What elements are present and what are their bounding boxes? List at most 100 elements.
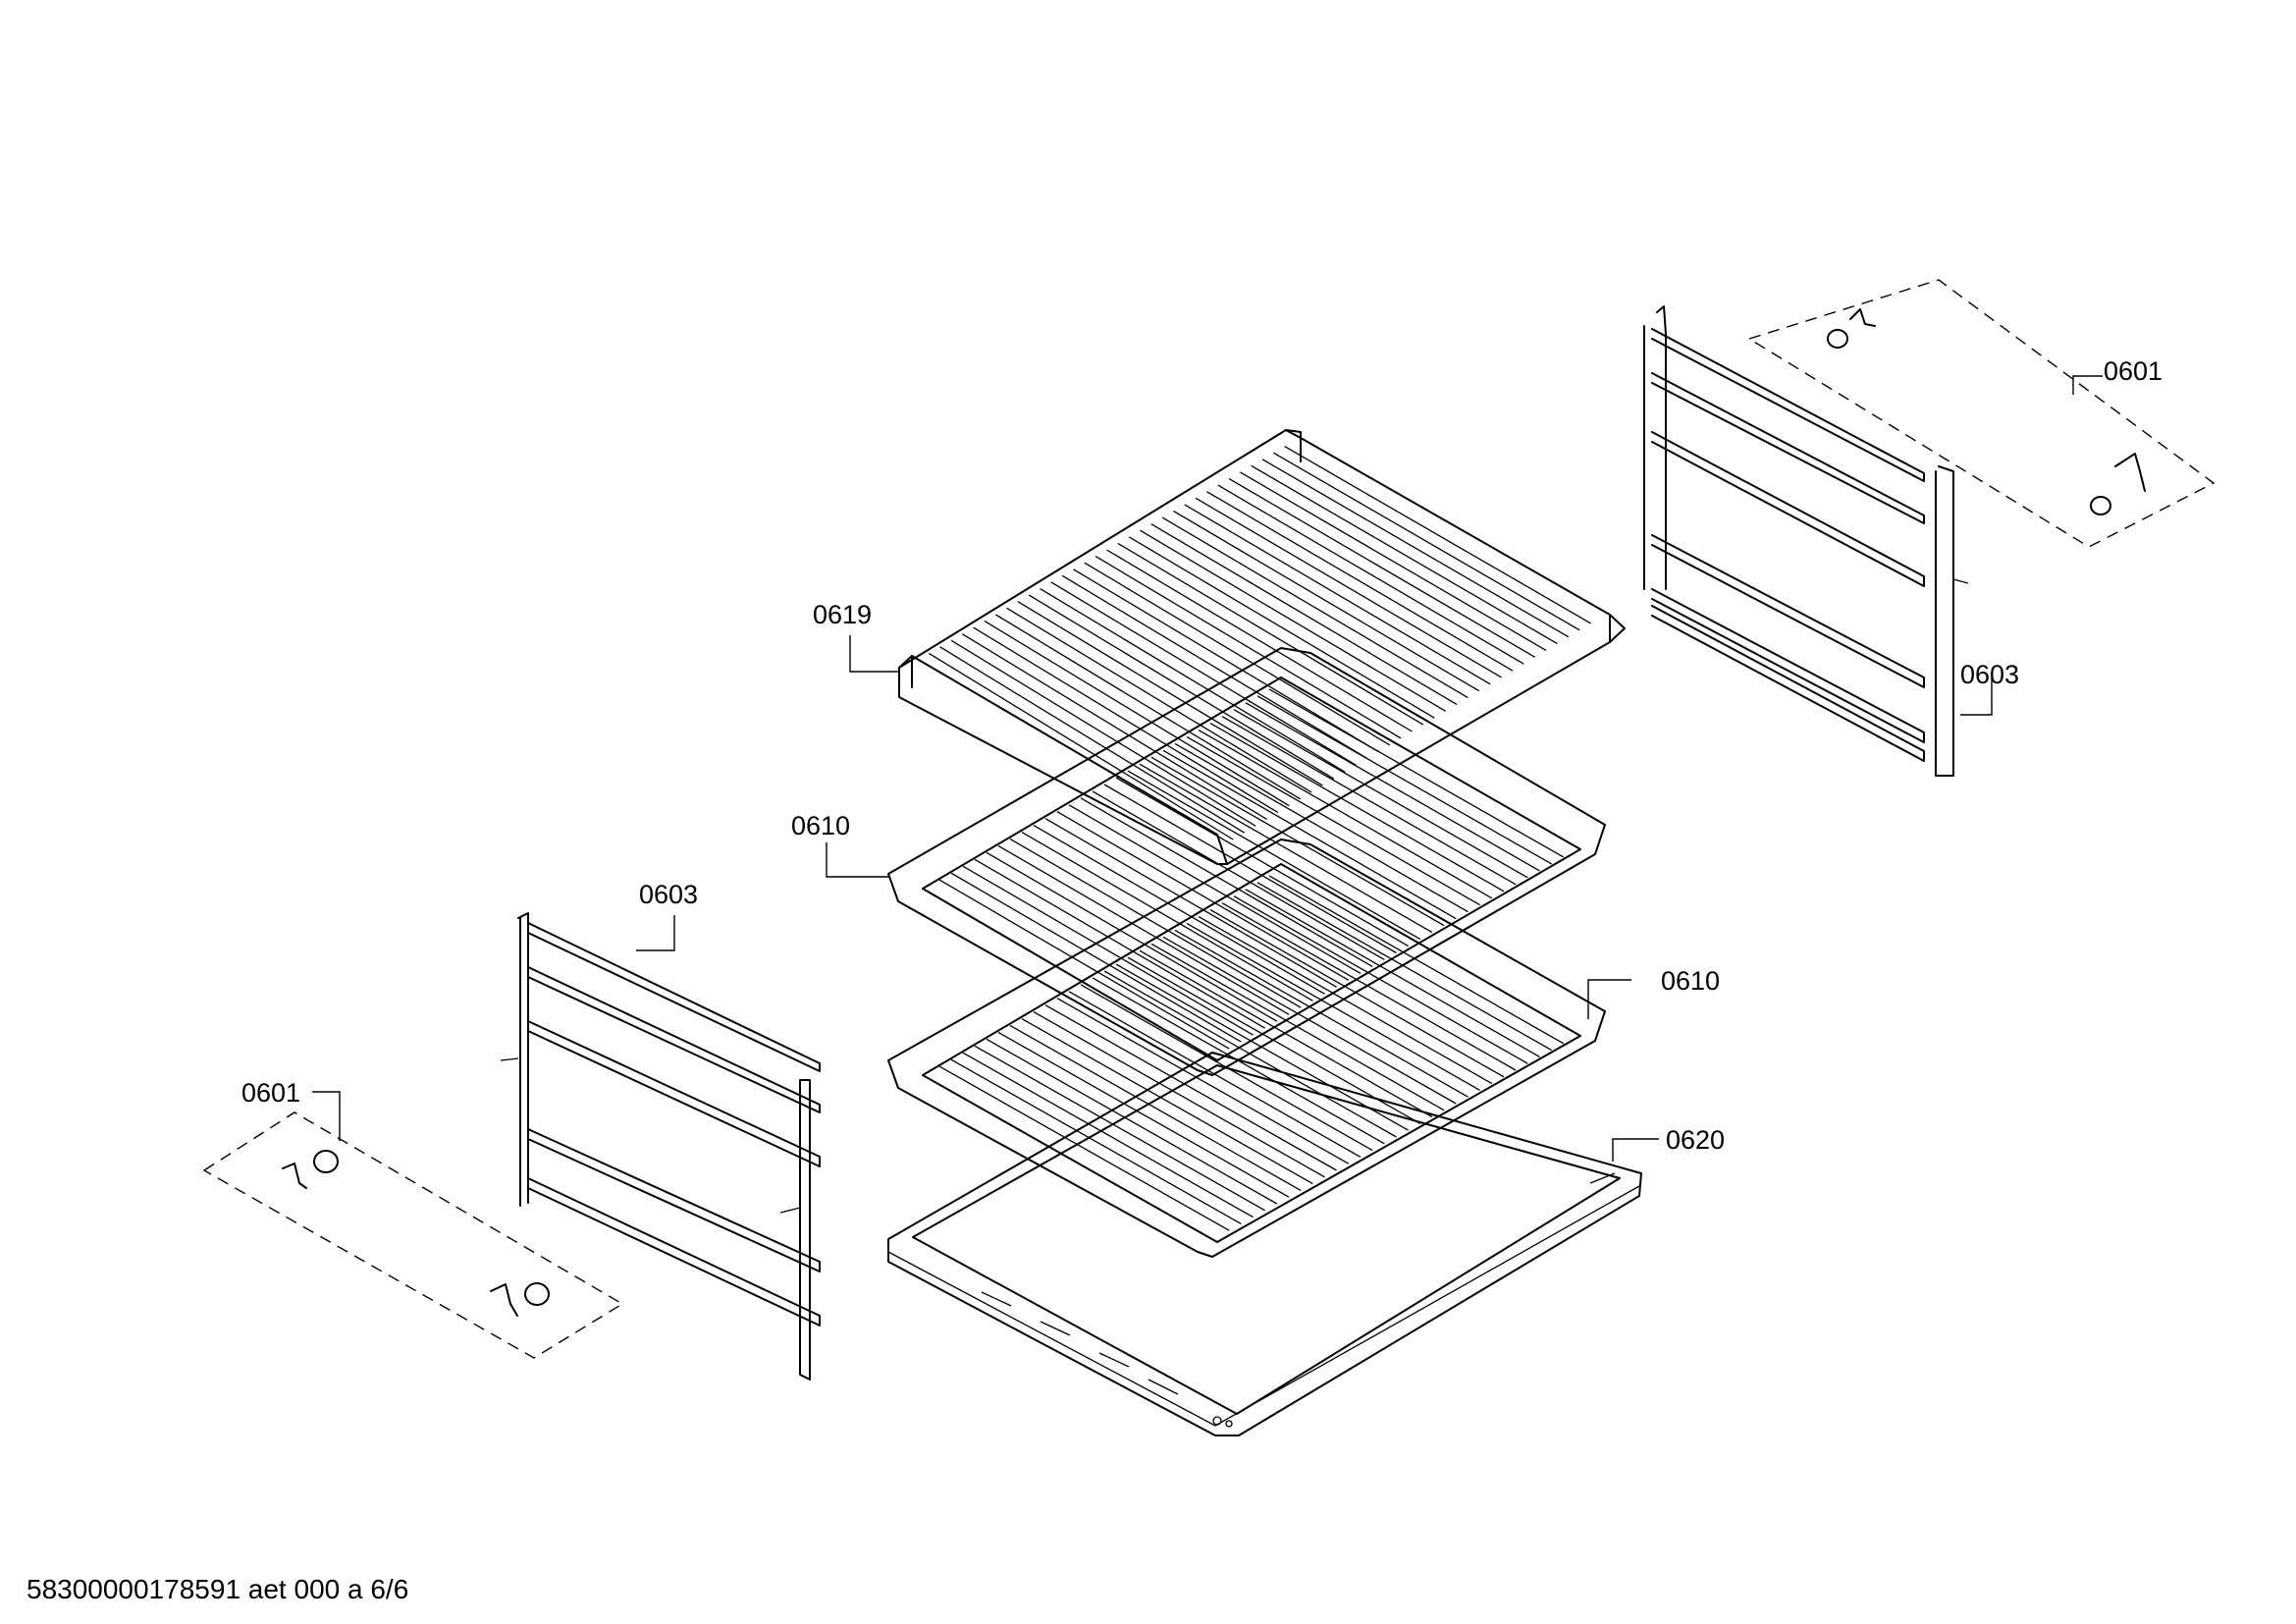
wire-bar (1061, 574, 1368, 760)
wire-bar (1261, 459, 1570, 638)
wire-bar (1256, 695, 1552, 865)
wire-bar (1028, 594, 1335, 780)
wire-shelf-0619 (898, 429, 1626, 865)
wire-bar (1273, 452, 1580, 631)
wire-bar (1268, 875, 1565, 1045)
wire-bar (1115, 963, 1409, 1131)
wire-bar (1150, 523, 1458, 706)
wire-bar (1198, 729, 1493, 899)
baking-tray-0620 (887, 1052, 1642, 1436)
wire-bar (962, 865, 1254, 1036)
wire-bar (1186, 922, 1480, 1091)
wire-bar (950, 639, 1256, 827)
wire-bar (1068, 804, 1362, 974)
wire-bar (1044, 1004, 1337, 1171)
wire-bar (997, 844, 1290, 1015)
callout-0619: 0619 (813, 600, 872, 629)
document-id: 58300000178591 aet 000 a 6/6 (27, 1574, 408, 1604)
wire-bar (1233, 895, 1528, 1064)
wire-bar (1033, 825, 1325, 995)
wire-bar (973, 626, 1279, 814)
wire-bar (994, 614, 1302, 800)
clip-set-0601-right (1747, 279, 2216, 548)
callout-0601-left: 0601 (241, 1078, 300, 1108)
clip-set-0601-left (202, 1111, 624, 1359)
wire-bar (986, 851, 1278, 1022)
wire-bar (962, 1052, 1254, 1218)
wire-bar (1162, 936, 1457, 1105)
wire-bar (997, 1031, 1290, 1198)
wire-bar (1117, 542, 1424, 726)
wire-bar (1150, 943, 1445, 1111)
wire-bar (1198, 915, 1493, 1085)
wire-bar (1256, 882, 1552, 1052)
wire-bar (1173, 510, 1480, 692)
wire-bar (1284, 446, 1591, 624)
wire-bar (974, 1045, 1265, 1212)
wire-bar (1092, 790, 1385, 961)
wire-bar (1084, 562, 1391, 746)
wire-bar (1251, 464, 1558, 645)
wire-bar (1162, 749, 1457, 920)
callout-0610-top: 0610 (791, 811, 850, 840)
wire-bar (1073, 568, 1379, 753)
wire-bar (1221, 902, 1517, 1071)
wire-bar (939, 646, 1246, 834)
callout-0620: 0620 (1666, 1125, 1725, 1155)
oven-rack-0610-bottom (887, 839, 1606, 1258)
wire-bar (1128, 536, 1435, 719)
wire-bar (1103, 970, 1397, 1138)
wire-bar (1228, 477, 1536, 658)
wire-bar (1050, 581, 1357, 766)
wire-bar (1206, 491, 1514, 672)
wire-bar (1021, 1017, 1313, 1185)
wire-bar (1056, 998, 1350, 1164)
wire-bar (1033, 1011, 1325, 1178)
wire-bar (1127, 770, 1421, 941)
callout-0603-left: 0603 (639, 880, 698, 909)
wire-bar (1095, 556, 1402, 739)
wire-bar (1245, 889, 1540, 1057)
wire-bar (984, 620, 1290, 807)
wire-bar (1161, 516, 1468, 699)
wire-bar (1139, 949, 1433, 1118)
wire-bar (950, 872, 1242, 1043)
wire-bar (1068, 991, 1362, 1158)
callout-0603-right: 0603 (1960, 660, 2019, 689)
wire-bar (1217, 484, 1524, 665)
wire-bar (1106, 549, 1413, 732)
callout-0610-bottom: 0610 (1661, 966, 1720, 996)
wire-bar (1209, 723, 1505, 893)
wire-bar (1040, 587, 1346, 773)
wire-bar (1115, 777, 1409, 947)
wire-bar (1209, 909, 1505, 1078)
wire-bar (1009, 1024, 1302, 1191)
wire-bar (1186, 735, 1480, 906)
wire-bar (950, 1058, 1242, 1224)
wire-bar (1245, 702, 1540, 872)
wire-bar (1140, 529, 1446, 712)
wire-bar (1056, 811, 1350, 981)
wire-bar (1233, 709, 1528, 879)
callout-0601-right: 0601 (2104, 356, 2163, 386)
wire-bar (1006, 607, 1312, 793)
wire-bar (1127, 956, 1421, 1124)
wire-bar (1184, 504, 1491, 685)
side-rail-0603-right (1643, 305, 1969, 777)
wire-bar (961, 633, 1267, 821)
wire-bar (1174, 929, 1468, 1098)
wire-bar (1240, 471, 1547, 651)
side-rail-0603-left (500, 912, 821, 1380)
wire-bar (1221, 716, 1517, 886)
wire-bar (1174, 742, 1468, 913)
wire-bar (1103, 784, 1397, 954)
wire-bar (1268, 688, 1565, 858)
wire-bar (938, 1065, 1230, 1231)
wire-bar (1009, 838, 1302, 1008)
wire-bar (938, 879, 1230, 1050)
wire-bar (1139, 763, 1433, 934)
wire-bar (1021, 831, 1313, 1001)
leader-lines (312, 375, 2103, 1162)
wire-bar (1195, 497, 1502, 678)
